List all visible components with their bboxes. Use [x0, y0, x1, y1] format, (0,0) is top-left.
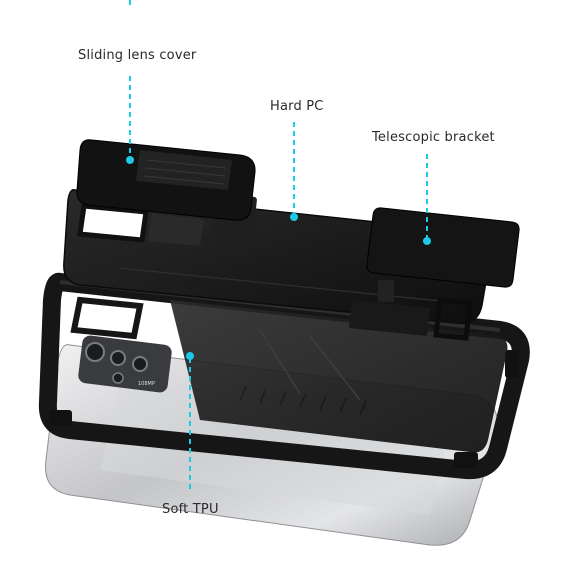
callout-hard-pc: Hard PC: [270, 99, 324, 114]
bracket-dot: [423, 237, 431, 245]
phone-camera-module: 108MP: [78, 335, 172, 393]
soft-tpu-dot: [186, 352, 194, 360]
phone-mark-text: 108MP: [138, 381, 155, 387]
sliding-lens-cover: [76, 139, 256, 221]
telescopic-bracket: [349, 207, 520, 341]
soft-tpu-case: [38, 272, 530, 480]
callout-soft-tpu: Soft TPU: [162, 502, 219, 517]
callout-telescopic-bracket: Telescopic bracket: [372, 130, 495, 145]
callout-leaders: [126, 0, 431, 492]
callout-sliding-lens-cover: Sliding lens cover: [78, 48, 197, 63]
hard-pc-dot: [290, 213, 298, 221]
lens-cover-dot: [126, 156, 134, 164]
